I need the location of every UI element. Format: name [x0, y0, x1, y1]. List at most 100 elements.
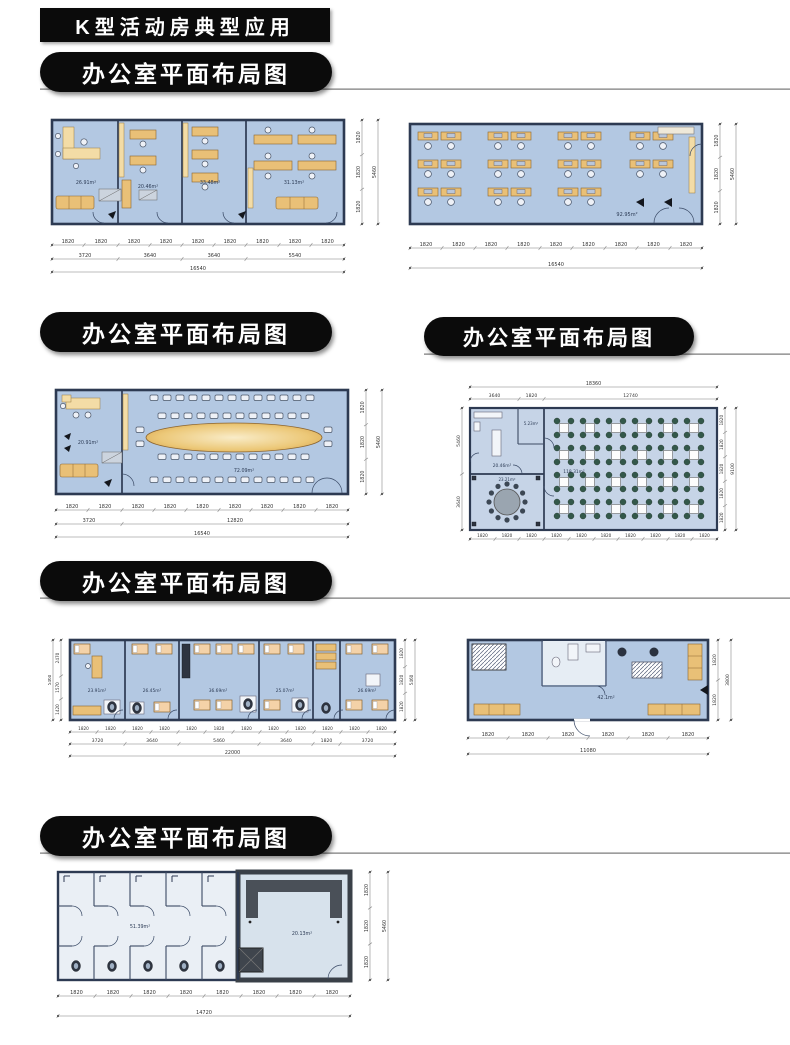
chair — [240, 476, 250, 483]
dimension-mark — [184, 507, 188, 513]
dimension-mark — [122, 729, 126, 735]
room-area-label: 42.1m² — [597, 695, 614, 701]
chair — [175, 394, 185, 401]
dimension-mark — [249, 507, 253, 513]
dim-right-total: 5460 — [372, 118, 381, 226]
dimension-mark — [51, 638, 55, 642]
dimension-label: 1820 — [78, 726, 89, 731]
dimension-mark — [380, 388, 384, 392]
dimension-label: 3720 — [92, 738, 104, 744]
dimension-label: 1820 — [551, 533, 562, 538]
dimension-mark — [734, 528, 738, 532]
dimension-label: 1820 — [143, 990, 156, 996]
section-banner-row3-label: 办公室平面布局图 — [82, 570, 290, 596]
dimension-label: 1420 — [55, 704, 60, 715]
dimension-mark — [59, 638, 63, 642]
chair — [162, 476, 172, 483]
dimension-mark — [460, 528, 464, 532]
dimension-mark — [348, 994, 352, 998]
chair — [183, 453, 193, 460]
dimension-mark — [723, 406, 727, 410]
chair — [248, 412, 258, 419]
chair — [201, 394, 211, 401]
toilet — [179, 960, 189, 972]
dimension-mark — [363, 457, 369, 461]
dimension-label: 5460 — [213, 738, 225, 744]
chair — [253, 394, 263, 401]
dimension-mark — [342, 270, 346, 274]
chair — [305, 394, 315, 401]
dimension-mark — [368, 870, 372, 874]
dimension-mark — [203, 729, 207, 735]
dimension-mark — [217, 507, 221, 513]
dimension-label: 1820 — [356, 201, 362, 213]
dimension-label: 1820 — [517, 242, 530, 248]
section-banner-row4-label: 办公室平面布局图 — [82, 825, 290, 851]
dimension-mark — [54, 522, 58, 526]
chair — [188, 476, 198, 483]
dimension-label: 1820 — [164, 504, 177, 510]
dimension-mark — [56, 1014, 60, 1018]
dimension-mark — [258, 729, 262, 735]
dim-right-total: 5460 — [409, 638, 418, 722]
dim-bottom-total: 14720 — [56, 1010, 352, 1019]
dimension-mark — [538, 245, 542, 251]
dimension-label: 1820 — [719, 439, 724, 450]
chair — [274, 412, 284, 419]
dimension-label: 1820 — [256, 239, 269, 245]
chair — [266, 476, 276, 483]
dimension-mark — [459, 472, 465, 476]
divider-rule-row3 — [40, 597, 790, 599]
dimension-mark — [586, 735, 590, 741]
dimension-mark — [50, 270, 54, 274]
dimension-mark — [180, 256, 184, 262]
conference-table — [145, 422, 323, 453]
dimension-mark — [722, 455, 728, 459]
room-area-label: 20.46m² — [138, 184, 158, 190]
dimension-mark — [567, 536, 571, 542]
dimension-mark — [231, 729, 235, 735]
doors — [653, 143, 703, 224]
dimension-label: 1570 — [55, 682, 60, 693]
kitchen-furniture — [473, 411, 503, 457]
divider-rule-row4 — [40, 852, 790, 854]
dimension-mark — [466, 736, 470, 740]
dimension-mark — [239, 993, 243, 999]
dimension-label: 1820 — [719, 512, 724, 523]
dimension-mark — [393, 754, 397, 758]
dimension-label: 1820 — [712, 694, 718, 706]
dimension-mark — [257, 741, 261, 747]
dim-left-segments: 2470 1570 1420 — [55, 638, 64, 722]
dimension-mark — [734, 122, 738, 126]
dim-right-total: 9100 — [730, 406, 739, 532]
dimension-label: 3800 — [725, 674, 731, 686]
room-area-label: 23.91m² — [88, 688, 107, 694]
dimension-label: 1820 — [107, 990, 120, 996]
dimension-mark — [120, 507, 124, 513]
dimension-mark — [148, 242, 152, 248]
dimension-mark — [505, 245, 509, 251]
dimension-label: 5460 — [382, 920, 388, 932]
dimension-label: 1820 — [485, 242, 498, 248]
dimension-label: 1820 — [70, 990, 83, 996]
dimension-mark — [635, 245, 639, 251]
furniture — [55, 126, 337, 210]
dimension-label: 3720 — [362, 738, 374, 744]
dimension-mark — [413, 638, 417, 642]
dimension-mark — [312, 993, 316, 999]
dimension-mark — [312, 729, 316, 735]
room-area-label: 33.48m² — [200, 180, 220, 186]
dimension-mark — [149, 729, 153, 735]
dimension-mark — [54, 508, 58, 512]
dimension-label: 1820 — [682, 732, 695, 738]
dimension-label: 3640 — [146, 738, 158, 744]
dim-bottom-total: 16540 — [54, 531, 350, 540]
dimension-label: 3640 — [144, 253, 157, 259]
dimension-label: 16540 — [190, 266, 206, 272]
dimension-label: 2470 — [55, 652, 60, 663]
